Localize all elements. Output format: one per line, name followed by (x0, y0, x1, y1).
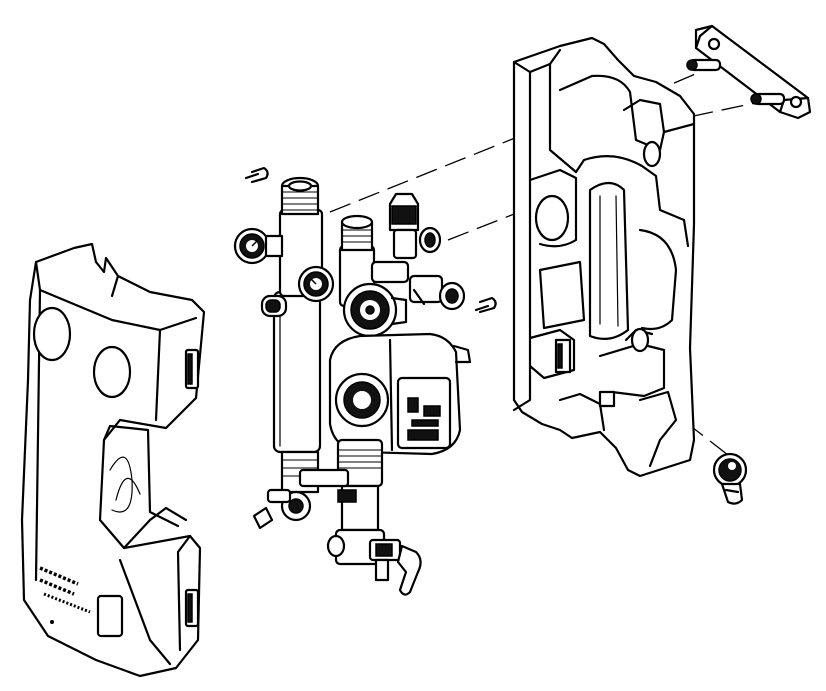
cover-hole-right (92, 345, 132, 399)
pump-station-assembly (233, 176, 472, 596)
circulation-pump-icon (328, 332, 472, 456)
sealing-plug-icon (712, 452, 748, 505)
cover-label-stripes (39, 566, 91, 614)
rear-shell (512, 36, 696, 478)
retaining-clip-icon (474, 296, 497, 314)
mounting-bracket-icon (686, 24, 812, 120)
cover-hole-left (32, 306, 72, 362)
safety-valve-icon (388, 192, 442, 260)
flow-gauge-icon (342, 282, 408, 338)
thermometer-dial-icon (297, 265, 335, 303)
drain-valve-icon (252, 488, 312, 530)
thermometer-dial-icon (233, 227, 284, 265)
retaining-clip-icon (244, 166, 269, 184)
drain-valve-icon (368, 538, 422, 596)
front-cover-shell (20, 242, 206, 678)
